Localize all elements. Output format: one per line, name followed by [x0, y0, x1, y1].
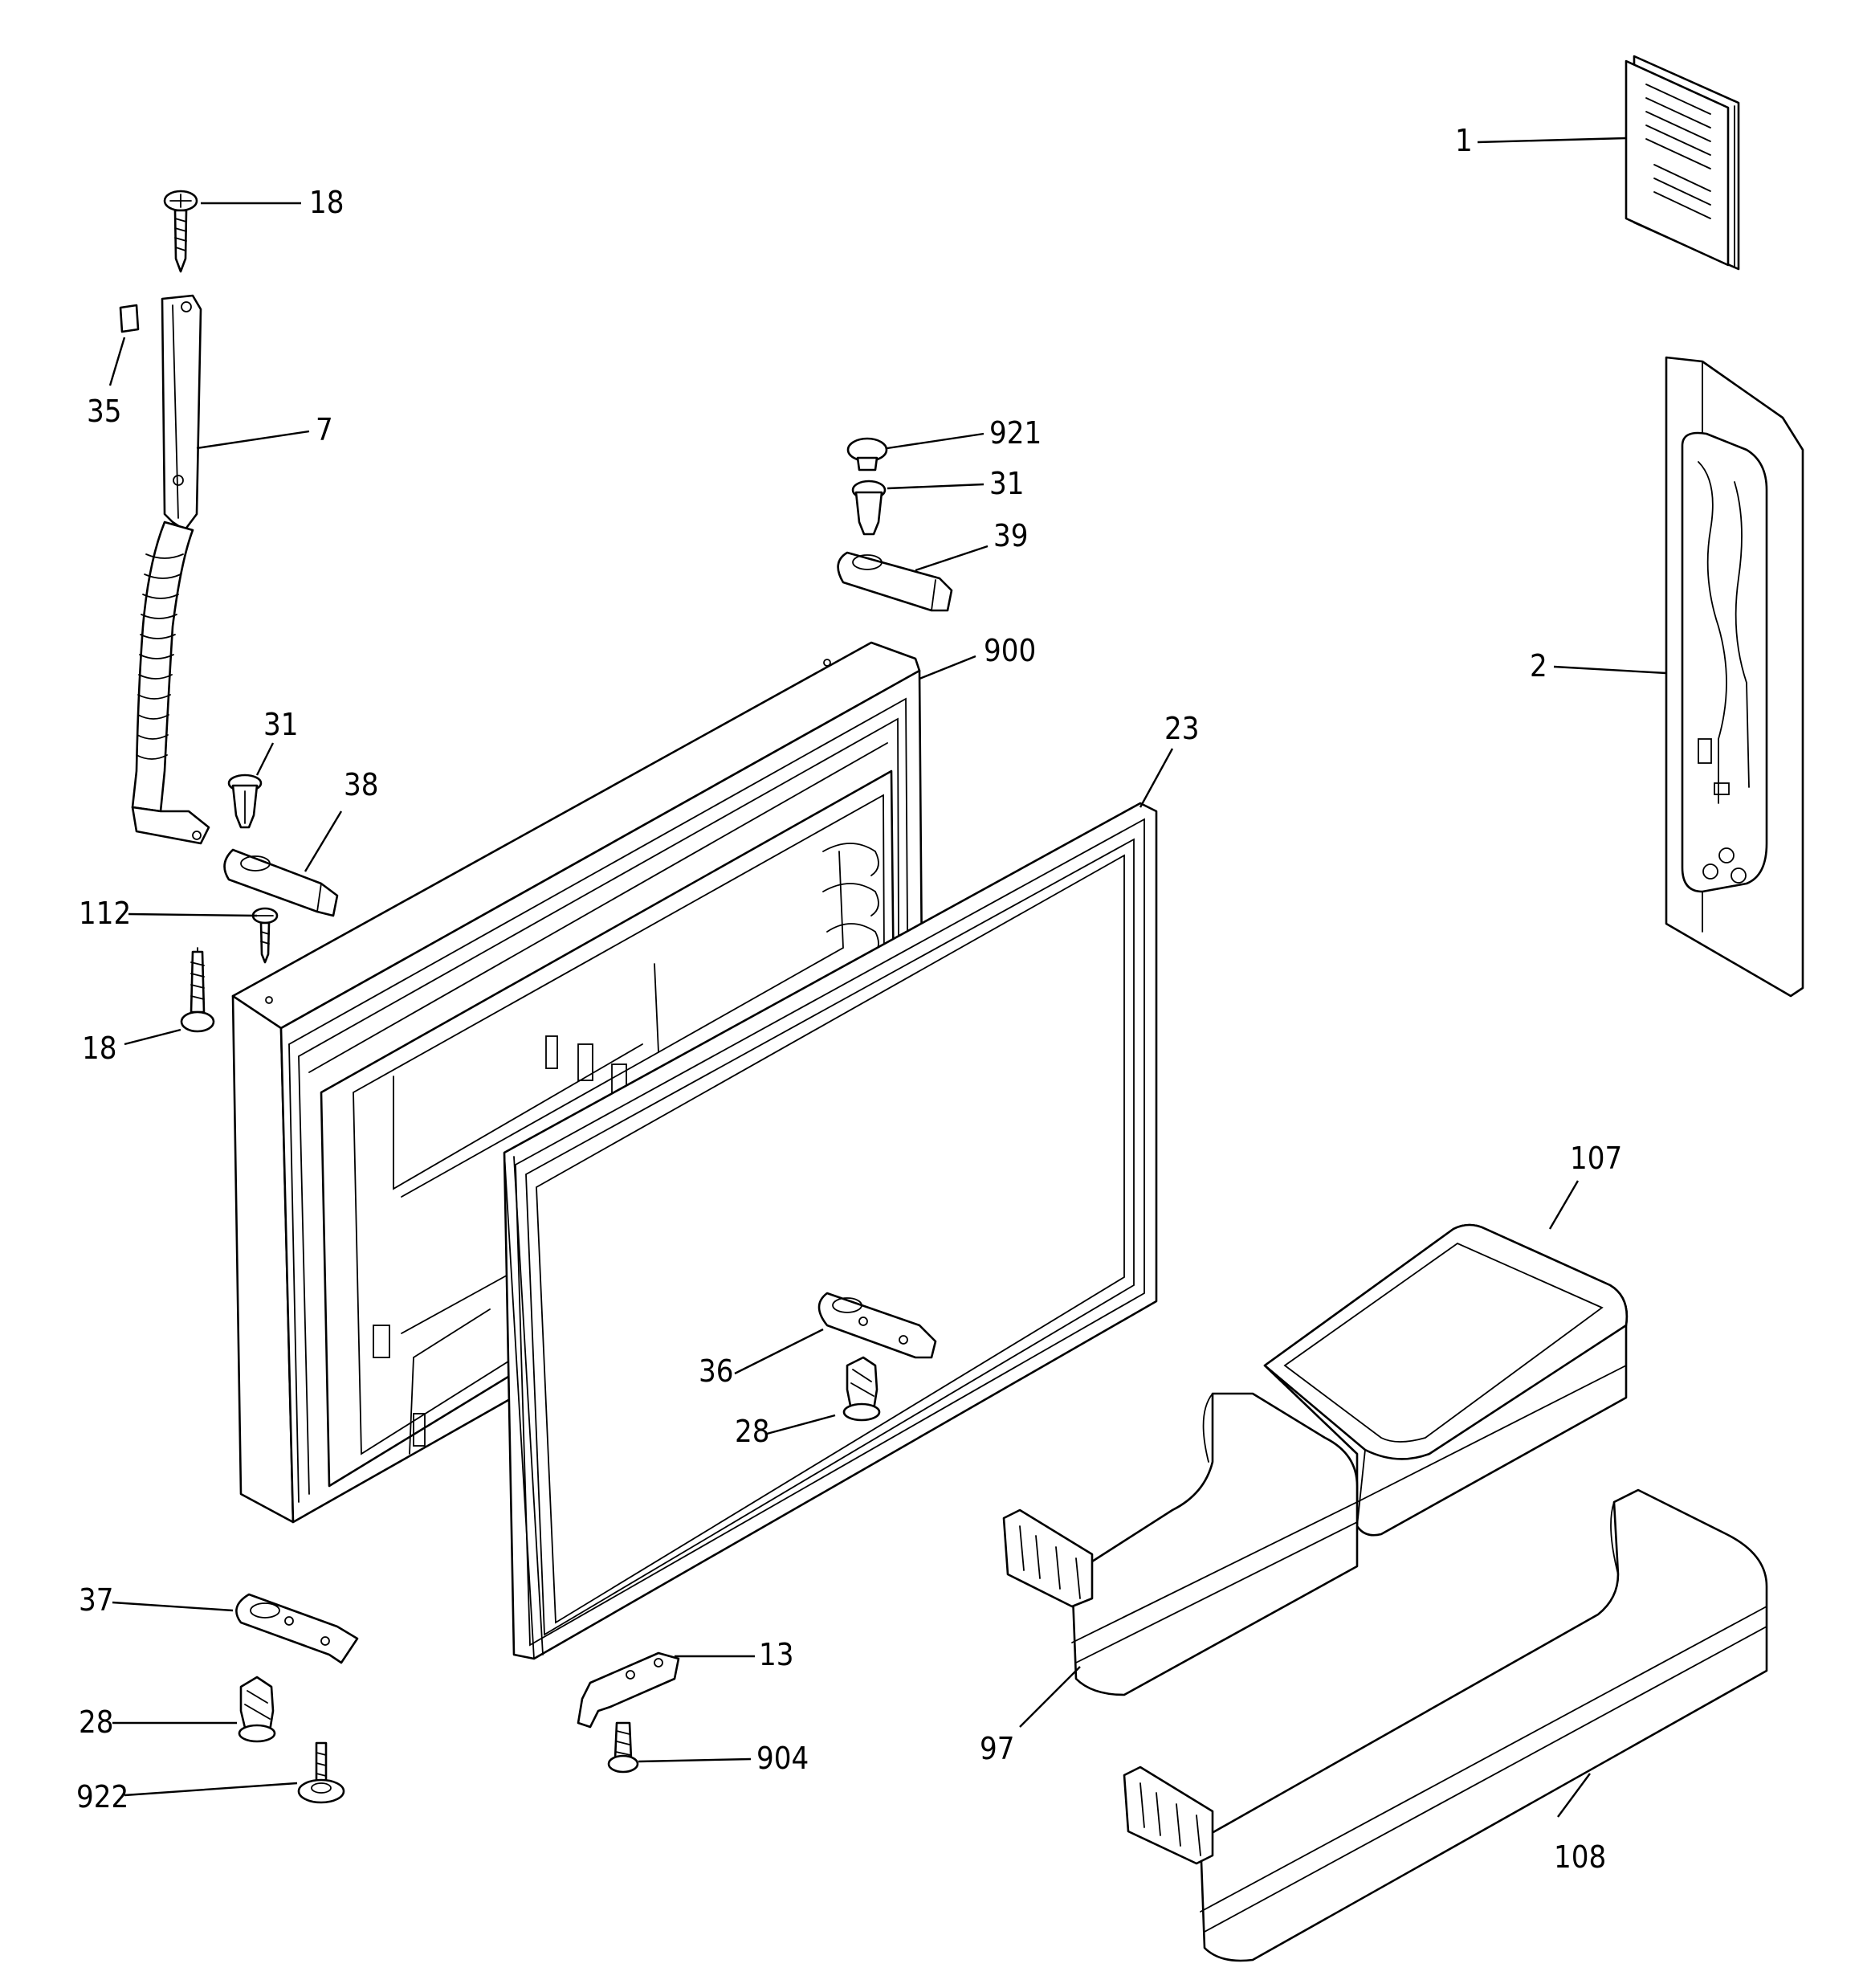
part-7-hinge [131, 294, 210, 845]
part-28-pin-left [238, 1676, 276, 1743]
callout-18-top: 18 [309, 185, 344, 220]
leader-lines [108, 137, 1667, 1818]
part-904-screw [607, 1721, 639, 1774]
callout-112: 112 [79, 896, 131, 931]
callout-107: 107 [1570, 1141, 1622, 1176]
callout-13: 13 [759, 1637, 794, 1672]
callout-36: 36 [699, 1353, 734, 1389]
callout-35: 35 [87, 394, 122, 429]
callout-2: 2 [1530, 648, 1547, 684]
callout-97: 97 [980, 1731, 1015, 1766]
callout-31-left: 31 [263, 707, 299, 742]
part-35-label [119, 304, 140, 333]
callout-1: 1 [1455, 123, 1473, 158]
callout-labels: 1 2 18 35 7 31 38 112 18 921 31 39 900 2… [76, 123, 1622, 1875]
part-31-bushing-left [227, 774, 263, 829]
callout-18-lower: 18 [82, 1031, 117, 1066]
callout-922: 922 [76, 1779, 128, 1815]
part-921-plug [846, 437, 888, 471]
part-28-pin-center [842, 1356, 881, 1422]
part-107-bin [1263, 1223, 1629, 1537]
callout-900: 900 [984, 633, 1036, 668]
callout-37: 37 [79, 1582, 114, 1618]
part-112-screw [251, 907, 279, 964]
part-31-bushing-upper [851, 480, 887, 536]
callout-38: 38 [344, 767, 379, 802]
part-18-screw-top [163, 190, 198, 273]
part-97-bin [1002, 1392, 1359, 1696]
part-36-bracket [817, 1292, 937, 1359]
callout-921: 921 [989, 415, 1042, 451]
callout-28-left: 28 [79, 1704, 114, 1740]
part-2-handle [1665, 356, 1804, 998]
callout-904: 904 [756, 1741, 809, 1776]
part-39-bracket [837, 551, 953, 612]
part-13-bracket [577, 1651, 680, 1729]
part-23-gasket [503, 802, 1158, 1660]
part-38-bracket [223, 848, 339, 917]
part-18-screw-lower [180, 947, 215, 1033]
part-1-manual [1625, 55, 1740, 271]
part-922-screw [297, 1741, 345, 1804]
callout-39: 39 [993, 518, 1029, 553]
part-37-bracket [235, 1593, 359, 1664]
callout-28-center: 28 [735, 1414, 770, 1449]
part-108-bin [1123, 1488, 1768, 1962]
callout-23: 23 [1164, 711, 1200, 746]
callout-31-upper: 31 [989, 466, 1025, 501]
callout-108: 108 [1554, 1839, 1606, 1875]
callout-7: 7 [316, 412, 333, 447]
